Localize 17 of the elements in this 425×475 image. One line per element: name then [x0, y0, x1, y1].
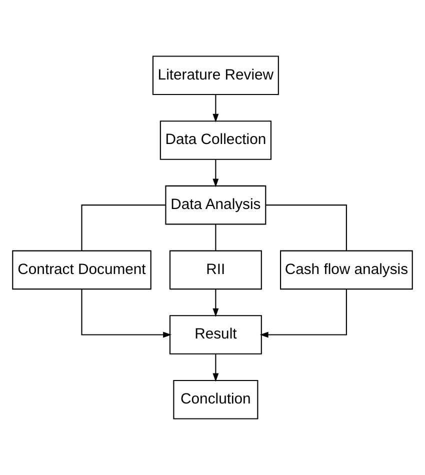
arrow — [212, 94, 219, 122]
node-box: Data Analysis — [165, 185, 266, 225]
node-box: Conclution — [173, 380, 258, 420]
node-box: Cash flow analysis — [280, 250, 413, 290]
node-box: Result — [169, 315, 262, 354]
node-box: Literature Review — [152, 56, 279, 96]
arrow — [260, 289, 347, 338]
connector — [266, 204, 347, 250]
node-box: RII — [169, 250, 262, 290]
arrow — [212, 160, 219, 188]
node-box: Contract Document — [12, 250, 152, 290]
connector — [81, 204, 166, 250]
connector — [215, 224, 216, 250]
arrow — [81, 289, 172, 338]
arrow — [212, 354, 219, 382]
node-box: Data Collection — [160, 120, 272, 160]
arrow — [212, 289, 219, 317]
